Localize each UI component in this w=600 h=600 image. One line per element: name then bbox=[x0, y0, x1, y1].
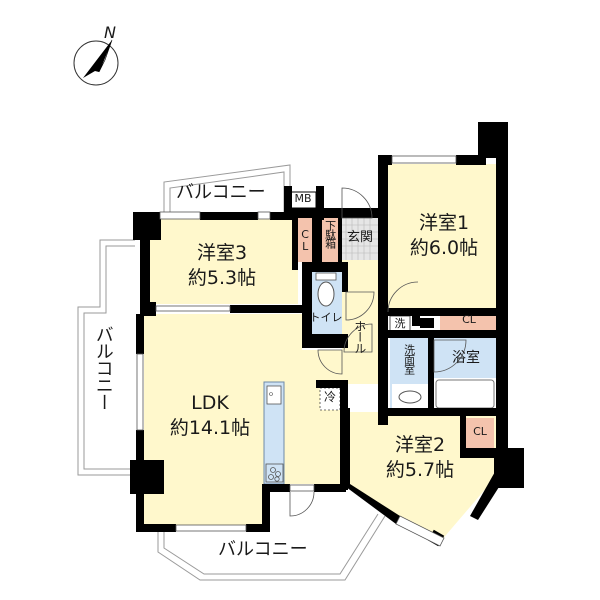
room-western3-size: 約5.3帖 bbox=[187, 267, 257, 289]
room-western3-name: 洋室3 bbox=[196, 242, 248, 264]
mb-label: MB bbox=[294, 192, 312, 205]
bathroom-label: 浴室 bbox=[452, 350, 480, 366]
balcony-west-label: バルコニー bbox=[92, 325, 114, 410]
entrance-label: 玄関 bbox=[346, 230, 373, 245]
room-ldk-fill bbox=[144, 314, 345, 528]
room-western2-size: 約5.7帖 bbox=[385, 459, 455, 481]
balcony-north-label: バルコニー bbox=[176, 182, 266, 203]
room-western3-fill bbox=[148, 218, 298, 304]
closet-western1 bbox=[440, 312, 498, 330]
compass-label: N bbox=[104, 23, 116, 42]
room-western1-size: 約6.0帖 bbox=[409, 237, 479, 259]
windows bbox=[136, 155, 457, 547]
balcony-west bbox=[77, 239, 135, 476]
closet-western2 bbox=[466, 418, 494, 448]
shoe-box-label: 下駄箱 bbox=[323, 220, 337, 247]
toilet-label: トイレ bbox=[309, 311, 343, 324]
closet-western3-label: CL bbox=[298, 228, 312, 252]
door-swings bbox=[289, 187, 467, 517]
balcony-south bbox=[157, 513, 386, 581]
north-arrow-icon bbox=[73, 39, 119, 86]
hall-label: ホール bbox=[352, 320, 367, 353]
room-western1-fill bbox=[388, 164, 496, 310]
bathtub bbox=[435, 379, 495, 409]
stove-icon bbox=[265, 463, 284, 483]
fridge-label: 冷 bbox=[323, 390, 336, 404]
shoe-box bbox=[322, 218, 338, 262]
room-ldk-size: 約14.1帖 bbox=[169, 417, 251, 439]
closet-western3 bbox=[296, 218, 312, 262]
kitchen-sink-icon bbox=[266, 385, 282, 405]
wash-basin-icon bbox=[398, 390, 422, 404]
toilet-bowl-icon bbox=[317, 281, 335, 307]
hall-fill bbox=[342, 260, 382, 384]
balcony-south-label: バルコニー bbox=[218, 539, 308, 560]
room-western2-name: 洋室2 bbox=[394, 434, 446, 456]
washroom-label: 洗面室 bbox=[402, 344, 416, 374]
room-western1-name: 洋室1 bbox=[418, 212, 470, 234]
closet-western2-label: CL bbox=[473, 425, 487, 438]
walls bbox=[130, 122, 524, 547]
closet-western1-label: CL bbox=[462, 313, 476, 326]
entrance-tiles bbox=[340, 218, 378, 260]
room-ldk-name: LDK bbox=[191, 392, 229, 414]
bathroom-fill bbox=[432, 338, 498, 378]
washer-label: 洗 bbox=[394, 317, 406, 330]
